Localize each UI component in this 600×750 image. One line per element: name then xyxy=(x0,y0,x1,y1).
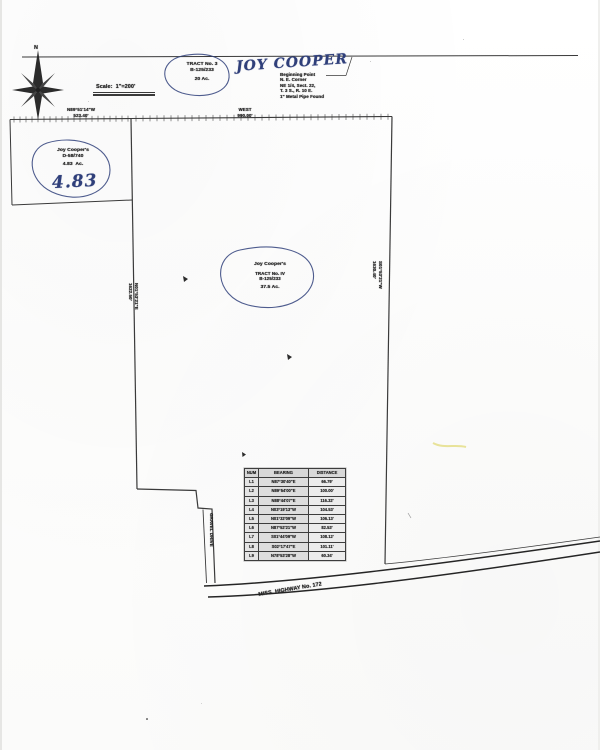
line-table-cell-distance: 100.00' xyxy=(308,486,346,497)
west-bearing-label: N01°53'21"E xyxy=(134,283,139,310)
north-bearing-label: WEST xyxy=(238,107,252,112)
left-tract-owner: Joy Cooper's xyxy=(57,148,89,153)
line-table-cell-distance: 60.34' xyxy=(308,550,346,561)
line-table-cell-num: L4 xyxy=(244,504,259,515)
line-table-cell-distance: 104.53' xyxy=(308,504,346,515)
main-tract-east-line xyxy=(384,116,393,565)
left-tract-label-group: Joy Cooper's D-58/740 4.83 Ac. xyxy=(42,148,104,168)
scan-speck xyxy=(88,101,90,103)
line-table-header-num: NUM xyxy=(244,467,259,479)
main-tract-north-line xyxy=(130,113,393,122)
line-table-cell-bearing: S02°17'47"E xyxy=(258,541,309,552)
scan-speck xyxy=(146,718,148,720)
line-table-cell-num: L5 xyxy=(244,513,259,525)
line-table-cell-num: L6 xyxy=(244,523,259,534)
gravel-drive-label: GRAVEL DRIVE xyxy=(209,513,214,547)
main-tract-west-line xyxy=(130,118,138,490)
line-table-cell-num: L7 xyxy=(244,532,259,543)
line-table-cell-distance: 101.11' xyxy=(308,541,346,552)
line-table-cell-num: L9 xyxy=(244,550,259,561)
scan-speck xyxy=(201,703,203,705)
beginning-point-line-2: NE 1/4, Sect. 22, xyxy=(280,82,316,88)
tract-3-name: TRACT No. 3 xyxy=(186,62,218,67)
line-table-cell-bearing: N88°44'07"E xyxy=(258,495,309,506)
handwritten-circle-left-tract xyxy=(31,139,111,198)
line-table-cell-bearing: N87°30'40"E xyxy=(258,477,309,488)
line-table-cell-bearing: N01°32'09"W xyxy=(258,513,309,525)
beginning-point-leader xyxy=(326,56,353,76)
beginning-point-line-3: T. 3 S., R. 10 E. xyxy=(280,88,313,94)
handwritten-circle-tract-3 xyxy=(164,53,230,97)
line-table-cell-num: L3 xyxy=(244,495,259,506)
line-table-cell-distance: 106.13' xyxy=(308,513,346,525)
line-table-cell-bearing: N78°53'28"W xyxy=(258,550,309,561)
line-table-cell-distance: 108.12' xyxy=(308,532,346,543)
north-distance-label: 990.00' xyxy=(237,113,253,118)
line-table-cell-num: L8 xyxy=(244,541,259,552)
beginning-point-block: Beginning Point N. E. Corner NE 1/4, Sec… xyxy=(280,72,324,99)
line-table-cell-bearing: N03°19'13"W xyxy=(258,504,309,515)
main-tract-acreage: 37.5 Ac. xyxy=(260,284,280,290)
handwritten-circle-main-tract xyxy=(220,246,315,309)
beginning-point-line-0: Beginning Point xyxy=(280,72,316,77)
page-left-edge xyxy=(0,0,2,750)
line-table-cell-num: L2 xyxy=(244,486,259,497)
line-table-cell-distance: 116.32' xyxy=(308,495,346,506)
left-tract-acreage: 4.83 Ac. xyxy=(62,161,84,167)
tract-3-acreage: 20 Ac. xyxy=(194,76,210,82)
line-table-header-bearing: BEARING xyxy=(258,467,309,479)
line-table-cell-bearing: N87°52'21"W xyxy=(258,523,309,534)
scan-speck xyxy=(463,39,465,41)
handwritten-left-tract-acreage: 4.83 xyxy=(51,170,98,194)
scale-rule-bottom xyxy=(93,94,155,96)
line-table-cell-bearing: N89°54'00"E xyxy=(258,486,309,497)
scale-label: Scale: 1"=200' xyxy=(96,84,136,90)
compass-north-label: N xyxy=(34,45,38,51)
line-table-cell-num: L1 xyxy=(244,477,259,488)
tract-3-deed: B-125/233 xyxy=(190,67,214,73)
beginning-point-line-4: 1" Metal Pipe Found xyxy=(280,93,324,99)
compass-rose xyxy=(12,50,64,120)
east-distance-label: 1630.40' xyxy=(372,261,377,279)
left-tract-deed: D-58/740 xyxy=(62,153,84,159)
main-tract-label-group: Joy Cooper's TRACT No. IV B-125/233 37.5… xyxy=(238,262,302,291)
main-tract-name: TRACT No. IV xyxy=(255,270,285,276)
northwest-bearing-label: N89°51'14"W xyxy=(67,107,95,112)
north-boundary-line xyxy=(21,55,579,58)
southwest-step-boundary xyxy=(136,488,216,584)
field-symbol-marks xyxy=(183,276,292,457)
west-distance-label: 1622.50' xyxy=(128,283,133,301)
highway-172-lines xyxy=(203,536,600,598)
scale-rule-top xyxy=(93,92,155,93)
page-right-edge xyxy=(598,0,600,750)
line-table-header-distance: DISTANCE xyxy=(308,467,346,479)
scan-speck xyxy=(370,61,372,63)
northwest-distance-label: 523.40' xyxy=(73,113,89,118)
left-tract-outline xyxy=(9,119,133,206)
tract-3-label-group: TRACT No. 3 B-125/233 20 Ac. xyxy=(176,62,228,83)
line-table-cell-distance: 82.53' xyxy=(308,523,346,534)
highlighter-mark xyxy=(407,442,467,519)
east-bearing-label: S01°53'21"W xyxy=(378,261,383,289)
line-table-header-row: NUM BEARING DISTANCE xyxy=(244,467,346,479)
line-table-cell-bearing: S01°44'09"W xyxy=(258,532,309,543)
main-tract-deed: B-125/233 xyxy=(259,276,281,282)
main-tract-owner: Joy Cooper's xyxy=(254,262,286,267)
beginning-point-line-1: N. E. Corner xyxy=(280,77,307,83)
line-table-cell-distance: 66.79' xyxy=(308,477,346,488)
